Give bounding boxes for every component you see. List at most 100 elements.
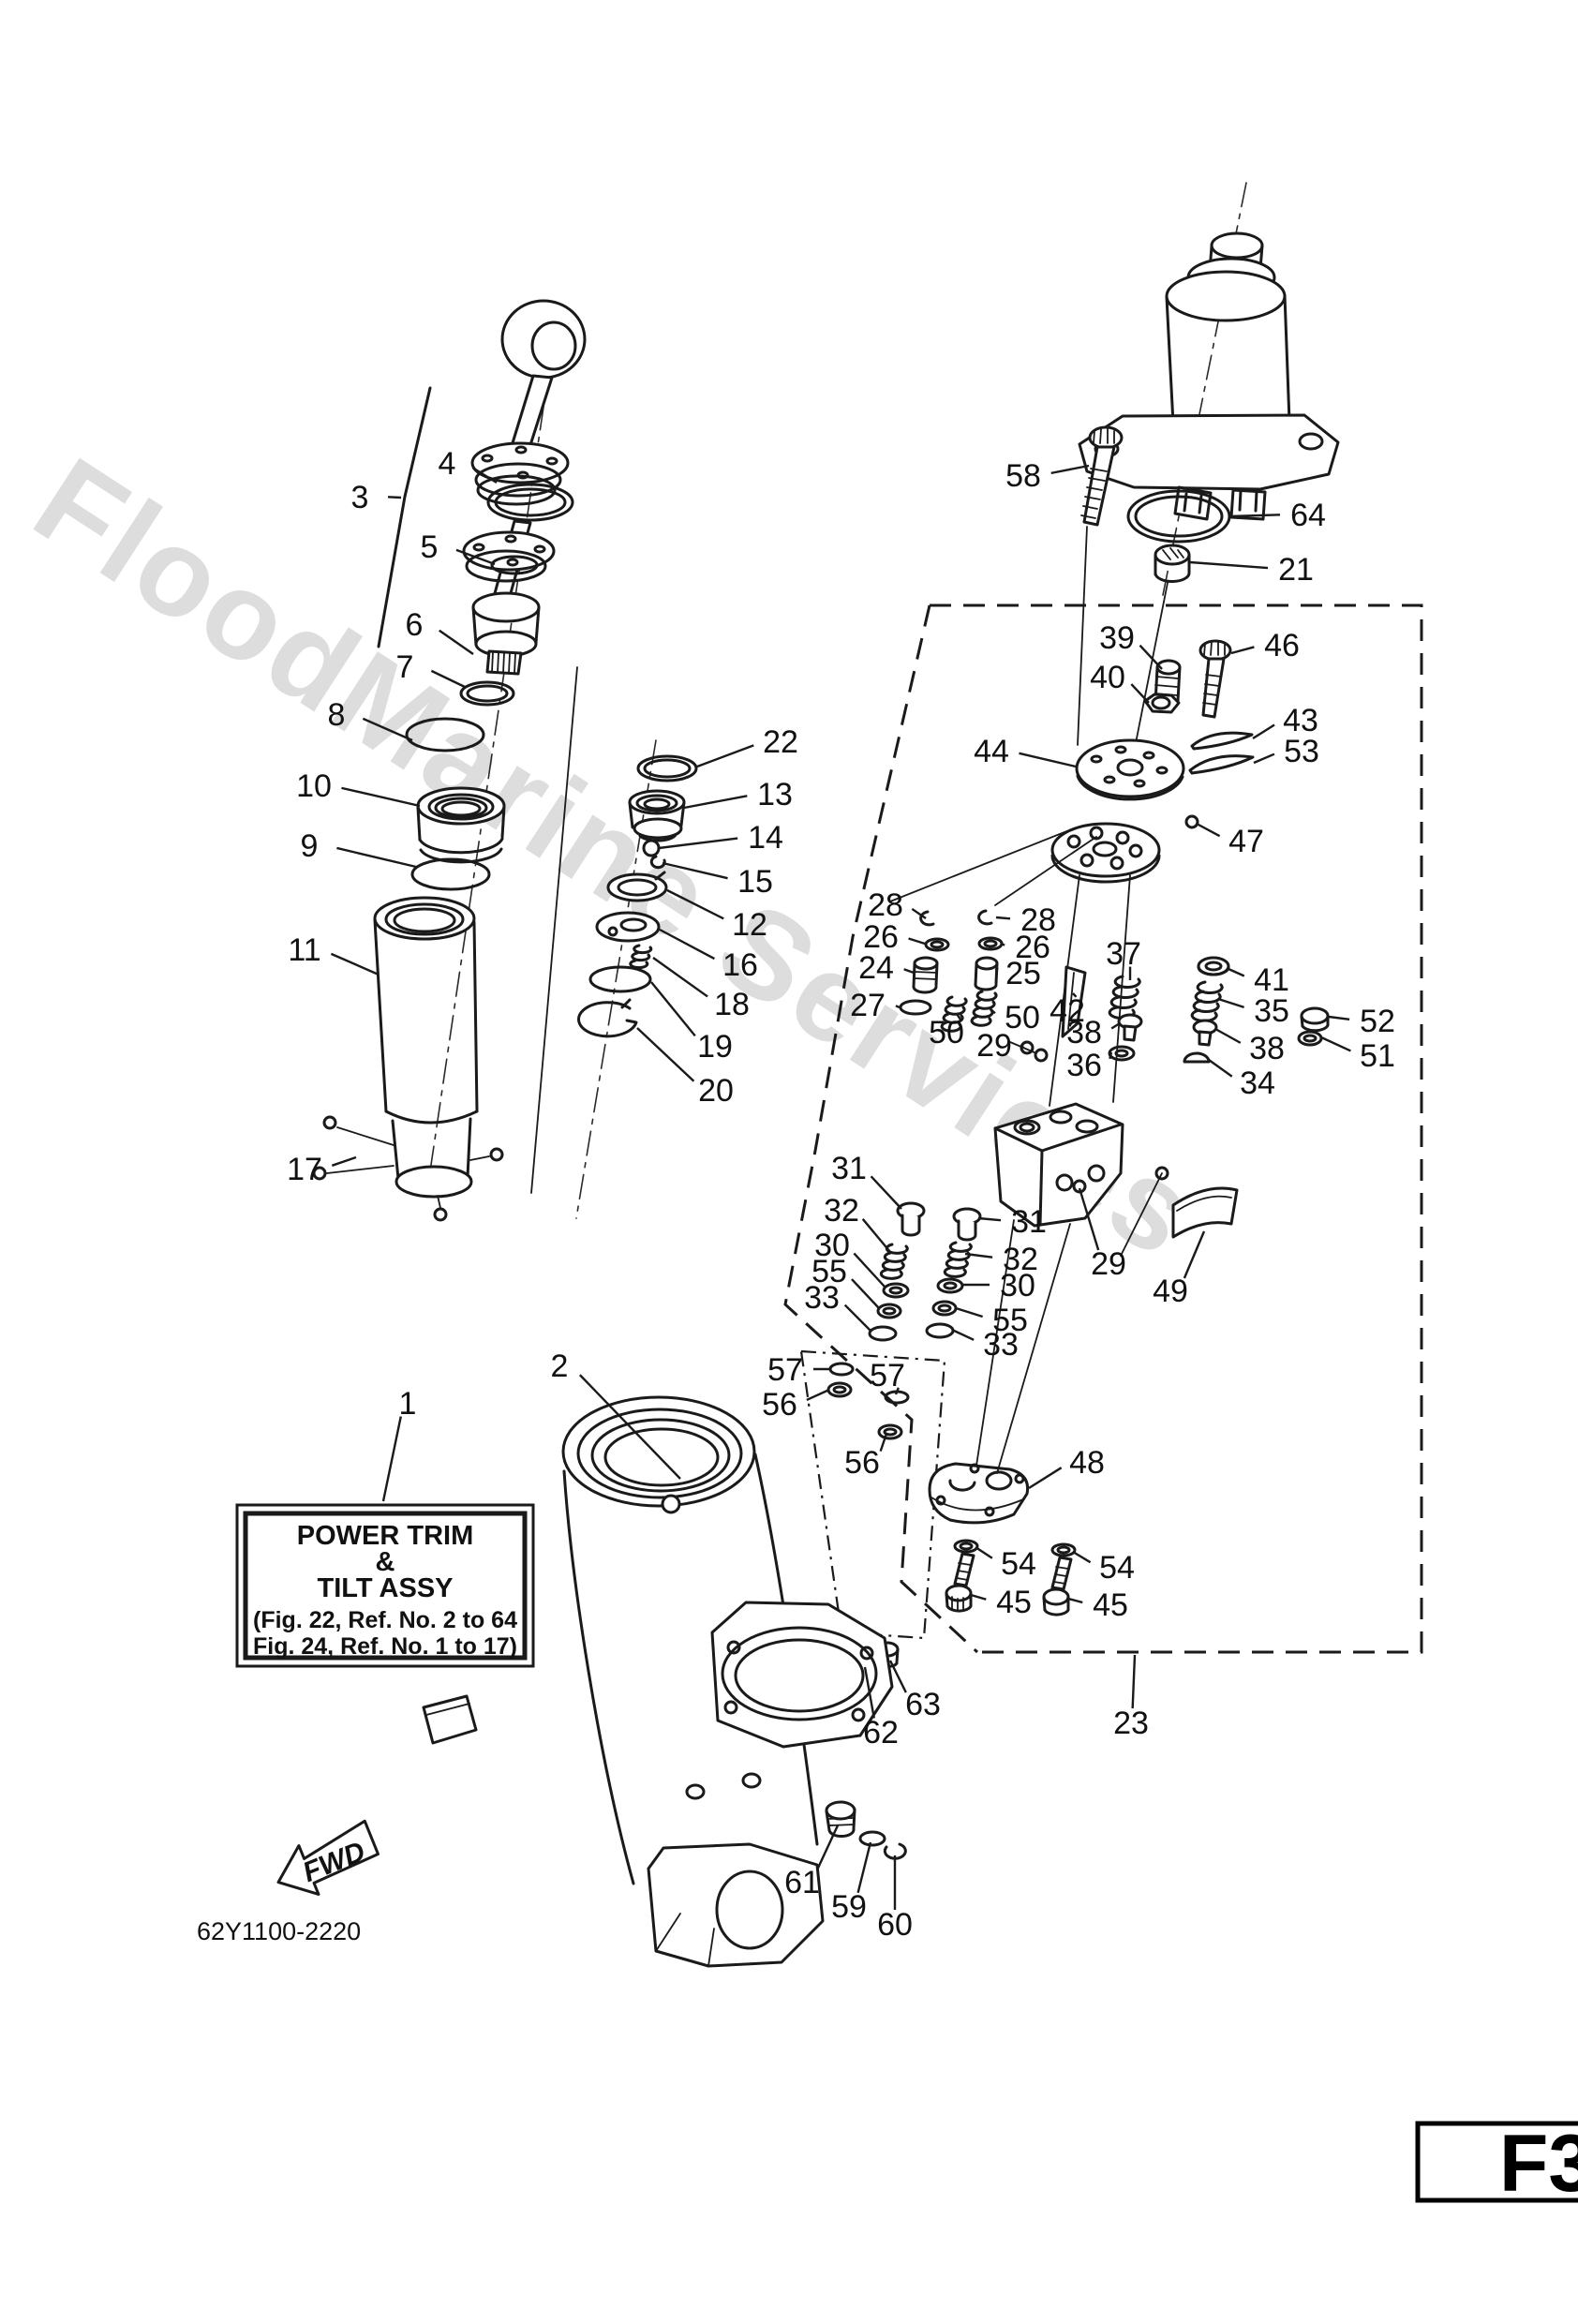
leader-line-58 <box>1050 464 1090 475</box>
callout-16: 16 <box>722 947 758 983</box>
callout-33: 33 <box>804 1280 840 1316</box>
leader-line-48 <box>1028 1467 1063 1490</box>
leader-line-14 <box>658 837 738 850</box>
leader-line-20 <box>636 1027 695 1082</box>
leader-line-23 <box>1131 1654 1137 1709</box>
page-tab: F3 <box>1415 2119 1578 2209</box>
callout-24: 24 <box>858 950 894 986</box>
leader-line-26 <box>1001 942 1005 946</box>
callout-41: 41 <box>1254 962 1289 998</box>
callout-40: 40 <box>1090 660 1125 695</box>
dashed-boundary <box>783 603 1423 1654</box>
callout-5: 5 <box>421 529 439 565</box>
callout-51: 51 <box>1360 1038 1395 1074</box>
callout-46: 46 <box>1264 628 1300 663</box>
callout-26: 26 <box>863 919 899 955</box>
callout-50: 50 <box>1005 1000 1040 1035</box>
leader-line-2 <box>579 1374 681 1480</box>
leader-line-5 <box>455 548 496 566</box>
leader-line-38 <box>1214 1027 1242 1044</box>
leader-line-28 <box>911 907 927 919</box>
callout-12: 12 <box>732 907 767 943</box>
callout-14: 14 <box>748 820 783 856</box>
callout-28: 28 <box>868 887 903 923</box>
info-box-subtitle: TILT ASSY <box>318 1573 454 1603</box>
info-box: POWER TRIM & TILT ASSY (Fig. 22, Ref. No… <box>235 1503 535 1668</box>
leader-line-50 <box>956 1013 962 1020</box>
leader-line-24 <box>903 968 915 975</box>
leader-line-62 <box>863 1666 876 1719</box>
leader-line-31 <box>977 1216 1002 1222</box>
callout-26: 26 <box>1015 930 1050 965</box>
callout-22: 22 <box>763 724 798 760</box>
leader-line-6 <box>439 629 474 655</box>
leader-line-33 <box>843 1304 871 1332</box>
callout-50: 50 <box>929 1015 964 1050</box>
pump-top-hardware <box>889 425 1255 1107</box>
callout-43: 43 <box>1283 703 1318 738</box>
page-tab-label: F3 <box>1499 2119 1578 2209</box>
leader-line-19 <box>650 981 696 1037</box>
leader-line-39 <box>1139 644 1163 670</box>
callout-36: 36 <box>1066 1048 1102 1083</box>
leader-line-44 <box>1019 752 1077 768</box>
callout-31: 31 <box>831 1151 867 1186</box>
leader-line-33 <box>951 1328 975 1341</box>
callout-44: 44 <box>974 734 1009 769</box>
callout-52: 52 <box>1360 1004 1395 1039</box>
leader-line-17 <box>331 1155 357 1167</box>
leader-line-11 <box>330 952 380 976</box>
leader-line-63 <box>888 1660 907 1693</box>
leader-line-25 <box>994 967 999 972</box>
leader-line-52 <box>1328 1015 1350 1021</box>
leader-line-45 <box>1067 1597 1083 1604</box>
leader-line-22 <box>696 744 754 768</box>
callout-25: 25 <box>1005 956 1041 991</box>
leader-line-34 <box>1208 1059 1233 1078</box>
callout-21: 21 <box>1278 552 1314 588</box>
leader-line-47 <box>1196 822 1221 838</box>
callout-62: 62 <box>863 1715 899 1750</box>
leader-line-42 <box>1072 992 1078 998</box>
leader-line-43 <box>1252 723 1275 740</box>
leader-line-46 <box>1230 646 1255 655</box>
leader-line-50 <box>989 1007 996 1015</box>
callout-19: 19 <box>697 1029 733 1065</box>
leader-line-40 <box>1130 683 1150 704</box>
callout-33: 33 <box>983 1327 1019 1363</box>
leader-line-56 <box>879 1433 888 1452</box>
callout-4: 4 <box>439 446 456 482</box>
leader-line-13 <box>683 795 748 810</box>
leader-line-28 <box>995 916 1011 920</box>
callout-55: 55 <box>992 1303 1028 1338</box>
leader-line-54 <box>1072 1550 1092 1564</box>
leader-line-32 <box>861 1218 891 1253</box>
callout-45: 45 <box>996 1585 1032 1620</box>
callout-11: 11 <box>288 932 320 968</box>
callout-17: 17 <box>287 1152 322 1187</box>
callout-2: 2 <box>551 1348 569 1384</box>
leader-line-8 <box>362 717 413 742</box>
leader-line-41 <box>1228 967 1245 977</box>
callout-6: 6 <box>406 607 424 643</box>
leader-line-27 <box>895 1005 901 1009</box>
leader-line-3 <box>387 496 402 499</box>
callout-57: 57 <box>767 1352 803 1388</box>
callout-49: 49 <box>1153 1274 1188 1309</box>
leader-line-56 <box>806 1388 830 1402</box>
leader-line-26 <box>908 937 926 946</box>
callout-30: 30 <box>1000 1268 1035 1304</box>
leader-line-57 <box>894 1387 900 1395</box>
callout-23: 23 <box>1113 1706 1149 1741</box>
callout-63: 63 <box>905 1687 941 1722</box>
callout-56: 56 <box>762 1387 797 1423</box>
callout-30: 30 <box>814 1228 850 1263</box>
leader-line-29 <box>1020 1045 1024 1049</box>
callout-38: 38 <box>1066 1015 1102 1050</box>
callout-57: 57 <box>870 1358 905 1393</box>
callout-27: 27 <box>850 988 886 1023</box>
leader-line-12 <box>666 888 724 920</box>
leader-line-38 <box>1110 1021 1121 1030</box>
